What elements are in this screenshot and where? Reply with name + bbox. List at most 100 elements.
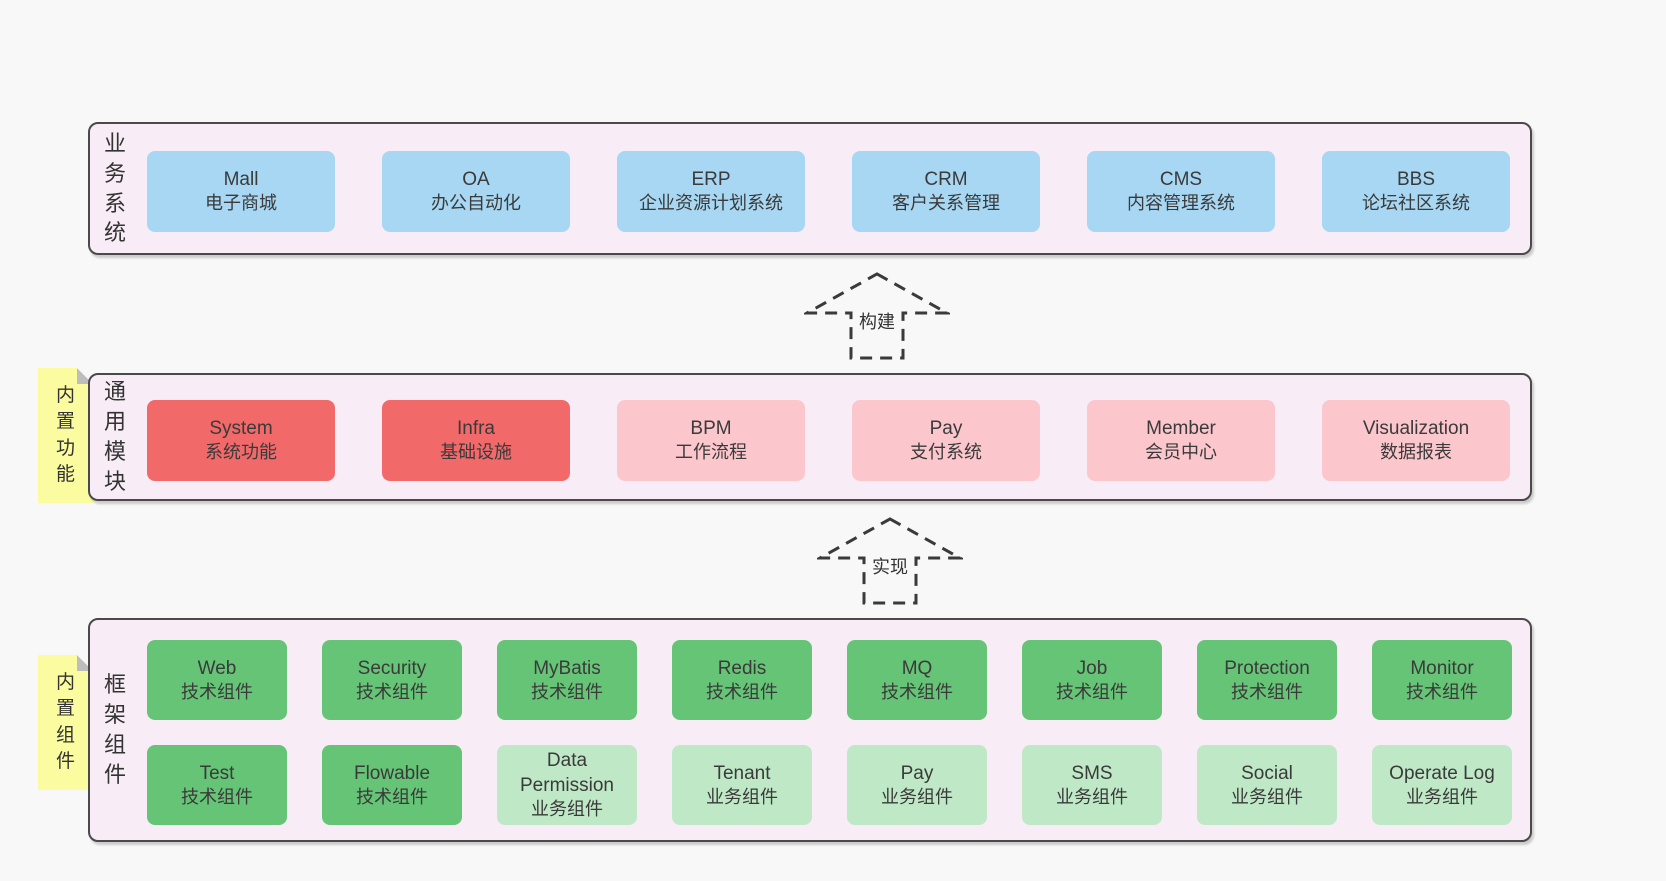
node-title: BPM [690, 418, 732, 440]
node-title: Mall [223, 169, 259, 191]
node-visualization: Visualization 数据报表 [1322, 400, 1510, 481]
node-subtitle: 业务组件 [1056, 786, 1128, 807]
node-cms: CMS 内容管理系统 [1087, 151, 1275, 232]
node-infra: Infra 基础设施 [382, 400, 570, 481]
node-subtitle: 业务组件 [1406, 786, 1478, 807]
node-subtitle: 企业资源计划系统 [639, 193, 783, 214]
common-modules-row: System 系统功能 Infra 基础设施 BPM 工作流程 Pay 支付系统… [147, 400, 1510, 481]
node-web: Web 技术组件 [147, 640, 287, 720]
node-subtitle: 业务组件 [531, 799, 603, 820]
node-mall: Mall 电子商城 [147, 151, 335, 232]
node-title: Redis [717, 657, 767, 679]
node-bbs: BBS 论坛社区系统 [1322, 151, 1510, 232]
node-subtitle: 数据报表 [1380, 442, 1452, 463]
node-title: Operate Log [1389, 762, 1495, 784]
arrow-up-icon [804, 272, 950, 360]
node-title: Pay [900, 762, 934, 784]
node-bpm: BPM 工作流程 [617, 400, 805, 481]
node-subtitle: 技术组件 [531, 681, 603, 702]
node-title: Data Permission [520, 750, 614, 797]
band-label-text: 通用模块 [103, 379, 126, 494]
node-subtitle: 客户关系管理 [892, 193, 1000, 214]
node-subtitle: 业务组件 [881, 786, 953, 807]
arrow-up-icon [817, 517, 963, 605]
band-label-text: 业务系统 [103, 130, 126, 246]
node-subtitle: 业务组件 [706, 786, 778, 807]
node-subtitle: 技术组件 [1231, 681, 1303, 702]
node-title: Test [199, 762, 235, 784]
node-title: Flowable [353, 762, 431, 784]
sticky-note-text: 内置功能 [55, 385, 75, 485]
node-subtitle: 技术组件 [1406, 681, 1478, 702]
node-pay: Pay 支付系统 [852, 400, 1040, 481]
node-sms: SMS 业务组件 [1022, 745, 1162, 825]
node-pay-component: Pay 业务组件 [847, 745, 987, 825]
node-data-permission: Data Permission 业务组件 [497, 745, 637, 825]
node-flowable: Flowable 技术组件 [322, 745, 462, 825]
implement-arrow-label: 实现 [869, 553, 911, 579]
node-erp: ERP 企业资源计划系统 [617, 151, 805, 232]
node-subtitle: 技术组件 [356, 786, 428, 807]
node-subtitle: 电子商城 [205, 193, 277, 214]
node-title: SMS [1071, 762, 1113, 784]
node-job: Job 技术组件 [1022, 640, 1162, 720]
band-label-framework-components: 框架组件 [100, 620, 130, 840]
node-title: Pay [929, 418, 963, 440]
node-title: Member [1146, 418, 1216, 440]
node-mybatis: MyBatis 技术组件 [497, 640, 637, 720]
node-title: System [209, 418, 273, 440]
node-title: Infra [456, 418, 496, 440]
build-arrow: 构建 [804, 271, 950, 361]
band-framework-components: 框架组件 Web 技术组件 Security 技术组件 MyBatis 技术组件… [88, 618, 1532, 842]
framework-row-1: Web 技术组件 Security 技术组件 MyBatis 技术组件 Redi… [147, 640, 1512, 720]
node-security: Security 技术组件 [322, 640, 462, 720]
node-subtitle: 系统功能 [205, 442, 277, 463]
node-social: Social 业务组件 [1197, 745, 1337, 825]
node-title: CRM [924, 169, 968, 191]
sticky-note-builtin-features: 内置功能 [38, 368, 93, 503]
node-title: Monitor [1410, 657, 1474, 679]
node-subtitle: 基础设施 [440, 442, 512, 463]
node-subtitle: 支付系统 [910, 442, 982, 463]
node-test: Test 技术组件 [147, 745, 287, 825]
node-title: MyBatis [533, 657, 601, 679]
node-subtitle: 工作流程 [675, 442, 747, 463]
band-label-common-modules: 通用模块 [100, 375, 130, 499]
node-title: Job [1076, 657, 1108, 679]
node-subtitle: 技术组件 [356, 681, 428, 702]
node-title: Visualization [1362, 418, 1470, 440]
node-crm: CRM 客户关系管理 [852, 151, 1040, 232]
node-tenant: Tenant 业务组件 [672, 745, 812, 825]
node-subtitle: 论坛社区系统 [1362, 193, 1470, 214]
node-title: Security [357, 657, 427, 679]
band-label-business-systems: 业务系统 [100, 124, 130, 253]
node-subtitle: 技术组件 [706, 681, 778, 702]
node-subtitle: 业务组件 [1231, 786, 1303, 807]
node-title: Tenant [713, 762, 771, 784]
node-system: System 系统功能 [147, 400, 335, 481]
node-title: ERP [691, 169, 731, 191]
band-common-modules: 通用模块 System 系统功能 Infra 基础设施 BPM 工作流程 Pay… [88, 373, 1532, 501]
node-title: MQ [901, 657, 933, 679]
band-business-systems: 业务系统 Mall 电子商城 OA 办公自动化 ERP 企业资源计划系统 CRM… [88, 122, 1532, 255]
implement-arrow: 实现 [817, 516, 963, 606]
node-operate-log: Operate Log 业务组件 [1372, 745, 1512, 825]
node-member: Member 会员中心 [1087, 400, 1275, 481]
node-subtitle: 办公自动化 [431, 193, 521, 214]
node-title: Social [1241, 762, 1293, 784]
node-title: Protection [1224, 657, 1310, 679]
band-label-text: 框架组件 [103, 672, 126, 787]
node-title: Web [197, 657, 237, 679]
node-subtitle: 技术组件 [881, 681, 953, 702]
node-subtitle: 技术组件 [181, 681, 253, 702]
sticky-note-text: 内置组件 [55, 672, 75, 772]
build-arrow-label: 构建 [856, 308, 898, 334]
framework-row-2: Test 技术组件 Flowable 技术组件 Data Permission … [147, 745, 1512, 825]
node-redis: Redis 技术组件 [672, 640, 812, 720]
node-monitor: Monitor 技术组件 [1372, 640, 1512, 720]
node-subtitle: 技术组件 [181, 786, 253, 807]
node-title: OA [462, 169, 490, 191]
node-subtitle: 会员中心 [1145, 442, 1217, 463]
node-subtitle: 技术组件 [1056, 681, 1128, 702]
